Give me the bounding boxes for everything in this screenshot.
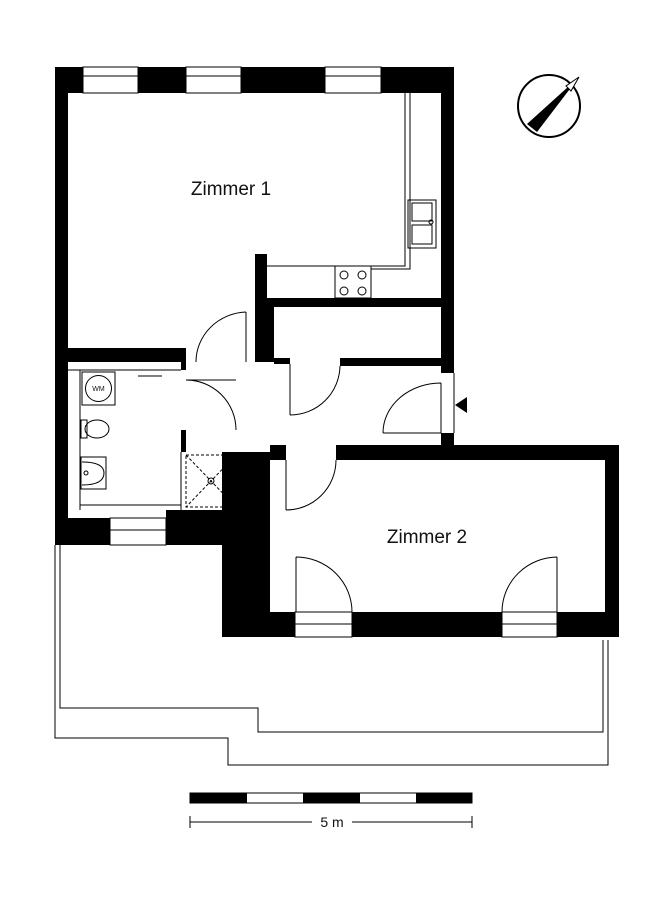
entrance-triangle-icon xyxy=(455,397,467,413)
toilet-icon xyxy=(80,419,110,439)
windows xyxy=(82,66,558,638)
room-label-zimmer-2: Zimmer 2 xyxy=(387,527,467,548)
terrace-outline xyxy=(54,545,609,766)
washing-machine-label: WM xyxy=(92,386,105,393)
stove-icon xyxy=(334,265,372,299)
room-label-zimmer-1: Zimmer 1 xyxy=(191,179,271,200)
scale-bar: 5 m xyxy=(189,792,473,830)
kitchen xyxy=(267,93,437,299)
washbasin-icon xyxy=(80,456,107,490)
shower-icon xyxy=(185,454,237,508)
doors xyxy=(185,311,558,613)
walls xyxy=(55,67,619,637)
bathroom: WM xyxy=(68,369,237,510)
washing-machine-icon xyxy=(81,371,116,406)
north-arrow-icon xyxy=(517,74,581,138)
sink-icon xyxy=(407,199,437,249)
scale-bar-label: 5 m xyxy=(320,814,343,830)
